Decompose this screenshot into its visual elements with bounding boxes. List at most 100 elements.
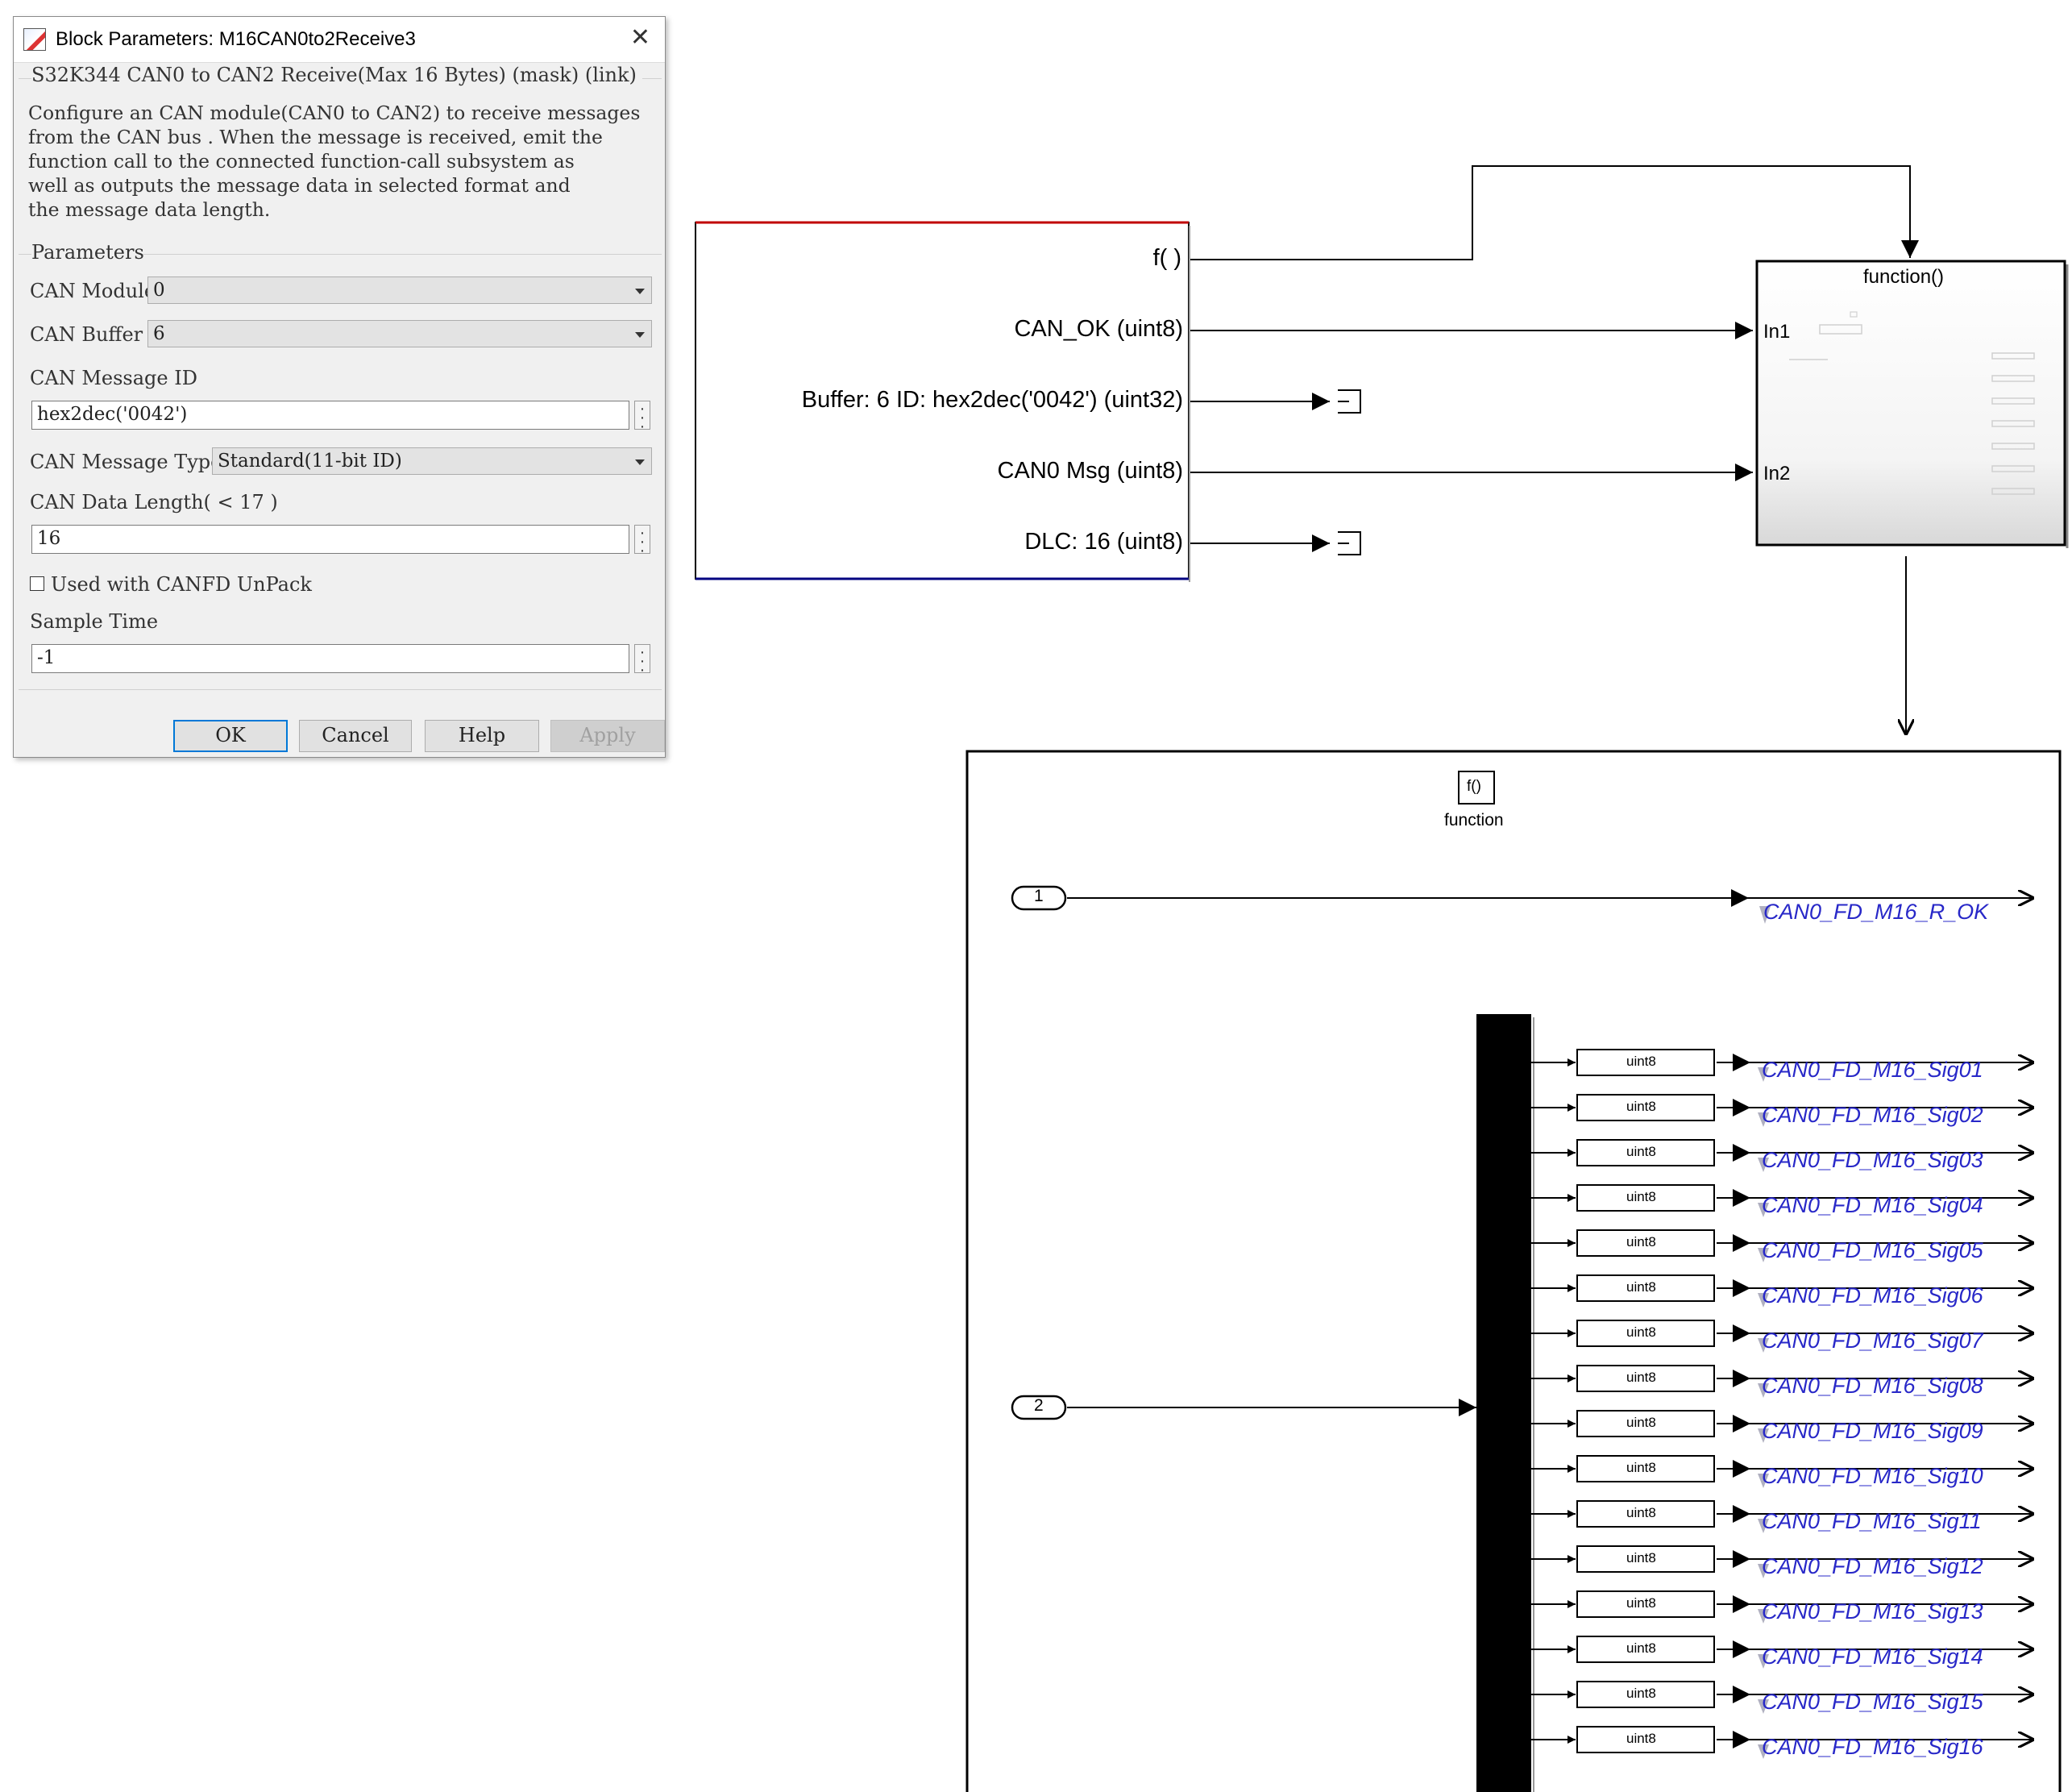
signal-label: CAN0_FD_M16_Sig02 — [1762, 1103, 1983, 1127]
apply-button[interactable]: Apply — [550, 720, 665, 752]
more-options-icon[interactable]: ··· — [634, 525, 650, 559]
ok-signal-label: CAN0_FD_M16_R_OK — [1763, 900, 1989, 924]
trigger-port-block[interactable] — [1458, 771, 1495, 805]
can-message-type-value: Standard(11-bit ID) — [218, 451, 402, 472]
inport-2-number: 2 — [1034, 1396, 1044, 1415]
inport-1-number: 1 — [1034, 887, 1044, 905]
goto-icon — [1758, 1203, 1769, 1217]
convert-label: uint8 — [1626, 1054, 1656, 1069]
close-icon[interactable]: ✕ — [629, 24, 650, 51]
dialog-titlebar: Block Parameters: M16CAN0to2Receive3 ✕ — [14, 17, 665, 63]
port-buffer-id: Buffer: 6 ID: hex2dec('0042') (uint32) — [801, 387, 1183, 413]
goto-icon — [1758, 1564, 1769, 1578]
chevron-down-icon — [635, 289, 645, 294]
convert-block-01[interactable] — [1576, 1049, 1715, 1076]
can-buffer-select[interactable]: 6 — [147, 320, 652, 347]
signal-label: CAN0_FD_M16_Sig11 — [1762, 1509, 1982, 1533]
signal-label: CAN0_FD_M16_Sig13 — [1762, 1599, 1983, 1624]
can-message-id-input[interactable]: hex2dec('0042') — [31, 401, 629, 430]
signal-label: CAN0_FD_M16_Sig04 — [1762, 1193, 1983, 1217]
convert-block-05[interactable] — [1576, 1229, 1715, 1257]
row-12 — [1531, 1545, 2034, 1578]
goto-icon — [1758, 1338, 1769, 1353]
params-line-left — [19, 254, 31, 255]
more-options-icon[interactable]: ··· — [634, 644, 650, 678]
block-parameters-dialog: Block Parameters: M16CAN0to2Receive3 ✕ S… — [13, 16, 666, 758]
chevron-down-icon — [635, 332, 645, 338]
convert-label: uint8 — [1626, 1550, 1656, 1565]
row-05 — [1531, 1229, 2034, 1262]
convert-block-06[interactable] — [1576, 1274, 1715, 1302]
can-module-select[interactable]: 0 — [147, 276, 652, 304]
convert-label: uint8 — [1626, 1595, 1656, 1611]
canfd-unpack-checkbox[interactable] — [30, 576, 44, 591]
goto-ok-icon — [1759, 906, 1771, 924]
simulink-app-icon — [23, 28, 46, 51]
convert-block-03[interactable] — [1576, 1139, 1715, 1166]
convert-block-14[interactable] — [1576, 1636, 1715, 1663]
signal-label: CAN0_FD_M16_Sig01 — [1762, 1058, 1983, 1082]
goto-icon — [1758, 1383, 1769, 1398]
convert-block-07[interactable] — [1576, 1320, 1715, 1347]
convert-label: uint8 — [1626, 1640, 1656, 1656]
convert-block-10[interactable] — [1576, 1455, 1715, 1482]
demux-block[interactable] — [1476, 1014, 1531, 1792]
row-02 — [1531, 1094, 2034, 1127]
convert-block-02[interactable] — [1576, 1094, 1715, 1121]
inport-1[interactable] — [1011, 885, 1067, 911]
parameters-title: Parameters — [31, 241, 144, 264]
goto-icon — [1758, 1609, 1769, 1624]
convert-label: uint8 — [1626, 1460, 1656, 1475]
convert-block-12[interactable] — [1576, 1545, 1715, 1573]
can-message-id-label: CAN Message ID — [30, 367, 197, 389]
row-09 — [1531, 1410, 2034, 1443]
signal-label: CAN0_FD_M16_Sig05 — [1762, 1238, 1983, 1262]
convert-block-09[interactable] — [1576, 1410, 1715, 1437]
can-module-value: 0 — [153, 280, 165, 301]
can-buffer-label: CAN Buffer — [30, 323, 143, 346]
goto-icon — [1758, 1474, 1769, 1488]
row-07 — [1531, 1320, 2034, 1353]
port-can0-msg: CAN0 Msg (uint8) — [997, 458, 1183, 484]
convert-block-11[interactable] — [1576, 1500, 1715, 1528]
signal-label: CAN0_FD_M16_Sig14 — [1762, 1644, 1983, 1669]
row-06 — [1531, 1274, 2034, 1308]
subsystem-preview-outputs — [1991, 352, 2035, 495]
ok-button[interactable]: OK — [173, 720, 288, 752]
function-block-symbol: f() — [1467, 778, 1481, 795]
convert-label: uint8 — [1626, 1234, 1656, 1249]
row-10 — [1531, 1455, 2034, 1488]
terminator-2-icon[interactable] — [1338, 531, 1361, 555]
row-16 — [1531, 1726, 2034, 1759]
goto-icon — [1758, 1067, 1769, 1082]
convert-block-04[interactable] — [1576, 1184, 1715, 1212]
can-data-length-label: CAN Data Length( < 17 ) — [30, 491, 278, 513]
function-call-line[interactable] — [1190, 165, 1919, 260]
convert-block-16[interactable] — [1576, 1726, 1715, 1753]
function-block-label: function — [1444, 811, 1504, 829]
more-options-icon[interactable]: ··· — [634, 401, 650, 434]
can-receive-block[interactable] — [695, 222, 1190, 580]
mask-description: Configure an CAN module(CAN0 to CAN2) to… — [28, 102, 641, 221]
port-f: f( ) — [1152, 245, 1181, 271]
dialog-title: Block Parameters: M16CAN0to2Receive3 — [56, 28, 416, 50]
function-call-subsystem[interactable] — [1755, 260, 2066, 547]
goto-icon — [1758, 1699, 1769, 1714]
row-01 — [1531, 1049, 2034, 1082]
subsystem-in2-label: In2 — [1763, 463, 1791, 484]
convert-block-13[interactable] — [1576, 1590, 1715, 1618]
signal-label: CAN0_FD_M16_Sig15 — [1762, 1690, 1983, 1714]
terminator-1-icon[interactable] — [1338, 389, 1361, 414]
sample-time-input[interactable]: -1 — [31, 644, 629, 673]
convert-block-15[interactable] — [1576, 1681, 1715, 1708]
convert-block-08[interactable] — [1576, 1365, 1715, 1392]
goto-icon — [1758, 1744, 1769, 1759]
row-08 — [1531, 1365, 2034, 1398]
help-button[interactable]: Help — [425, 720, 539, 752]
can-data-length-input[interactable]: 16 — [31, 525, 629, 554]
inport-2[interactable] — [1011, 1395, 1067, 1420]
signal-label: CAN0_FD_M16_Sig07 — [1762, 1328, 1983, 1353]
cancel-button[interactable]: Cancel — [299, 720, 412, 752]
can-message-type-select[interactable]: Standard(11-bit ID) — [212, 447, 652, 475]
